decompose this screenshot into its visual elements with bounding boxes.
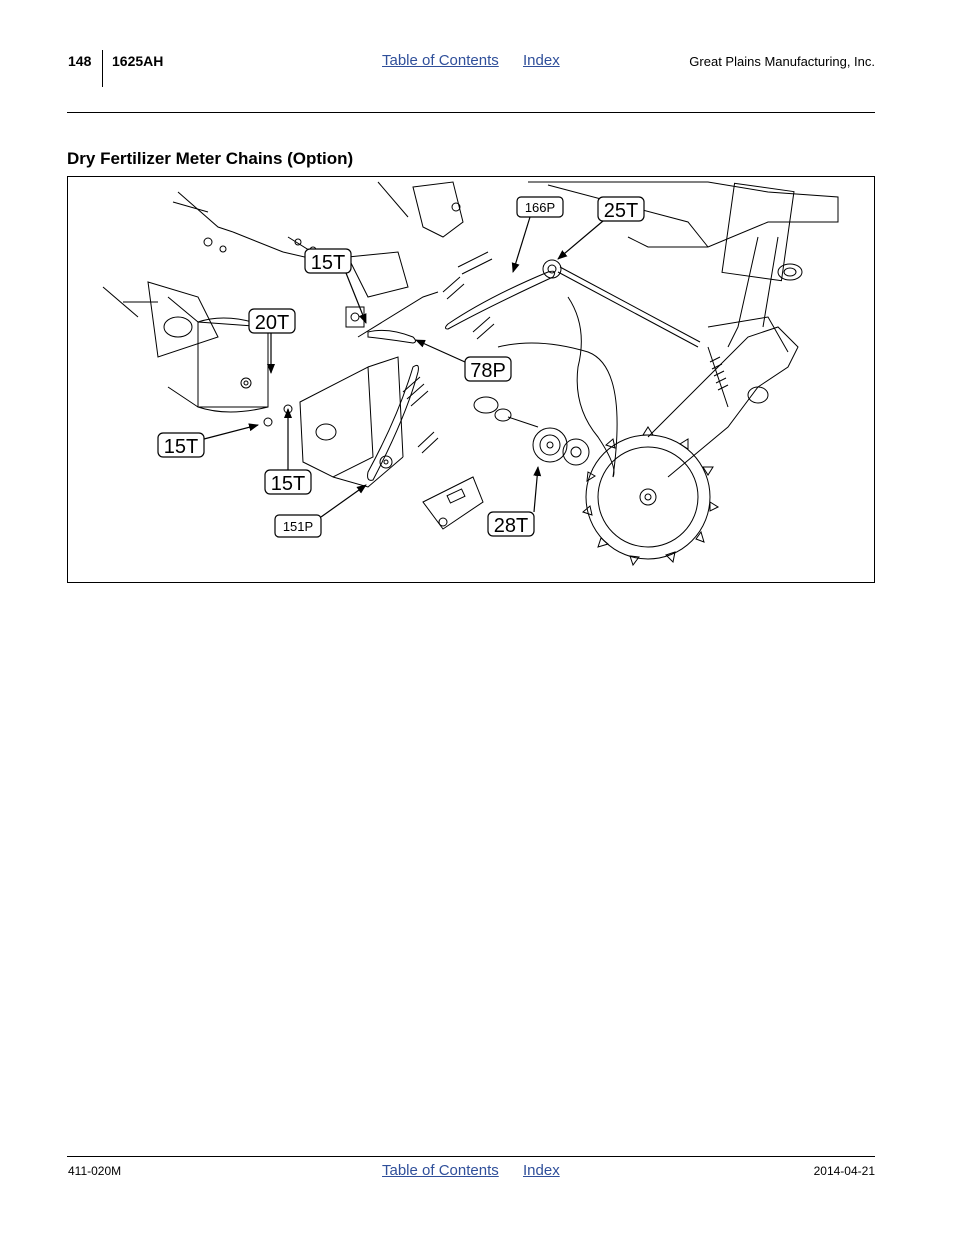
callout-151p-box	[274, 514, 322, 538]
section-title: Dry Fertilizer Meter Chains (Option)	[67, 149, 354, 168]
callout-15t-top-box	[304, 248, 352, 274]
revision-date: 2014-04-21	[813, 1164, 875, 1178]
callout-25t-box	[597, 196, 645, 222]
mechanical-drawing	[102, 181, 839, 567]
toc-link-footer[interactable]: Table of Contents	[382, 1162, 499, 1179]
callout-20t-box	[248, 308, 296, 334]
callout-20t: 20T	[255, 312, 289, 334]
callout-25t: 25T	[604, 200, 638, 222]
toc-link-header[interactable]: Table of Contents	[382, 52, 499, 69]
callout-78p: 78P	[470, 360, 506, 382]
company-name: Great Plains Manufacturing, Inc.	[689, 54, 875, 69]
model-name: 1625AH	[112, 53, 164, 69]
callout-15t-top: 15T	[311, 252, 345, 274]
index-link-footer[interactable]: Index	[523, 1162, 560, 1179]
callout-15t-bottom: 15T	[271, 473, 305, 495]
index-link-header[interactable]: Index	[523, 52, 560, 69]
callout-15t-left-box	[157, 432, 205, 458]
footer-rule	[67, 1156, 875, 1157]
parts-diagram: 166P 25T 15T 20T 78P 15T 15T 28T 151P	[67, 176, 875, 583]
callout-166p-box	[516, 196, 564, 218]
callouts: 166P 25T 15T 20T 78P 15T 15T 28T 151P	[157, 196, 645, 538]
header-rule	[67, 112, 875, 113]
callout-28t: 28T	[494, 515, 528, 537]
callout-15t-left: 15T	[164, 436, 198, 458]
doc-number: 411-020M	[68, 1164, 122, 1178]
callout-151p: 151P	[283, 519, 313, 534]
page-number: 148	[68, 53, 92, 69]
header-divider	[102, 50, 103, 87]
callout-78p-box	[464, 356, 512, 382]
callout-28t-box	[487, 511, 535, 537]
callout-166p: 166P	[525, 200, 555, 215]
